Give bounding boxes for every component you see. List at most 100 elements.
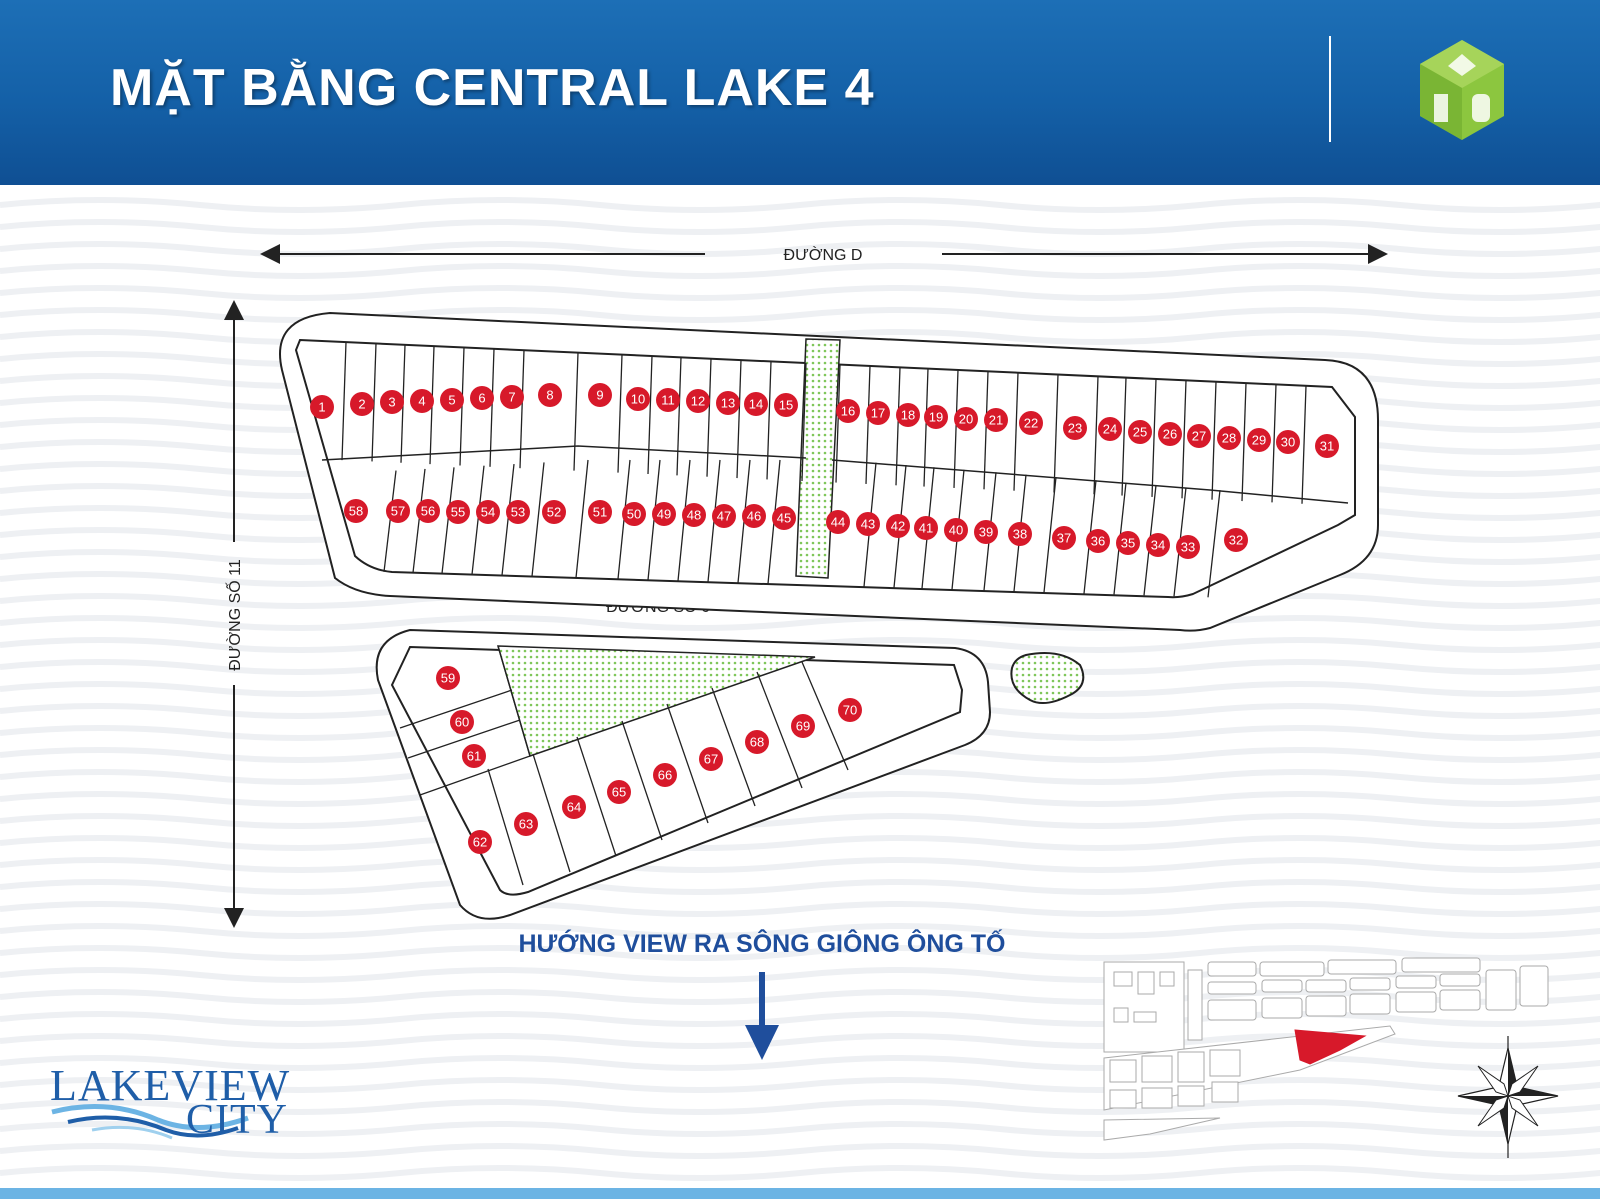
lot-marker[interactable]	[866, 401, 890, 425]
lot-number: 60	[455, 715, 469, 730]
lot-marker[interactable]	[1019, 411, 1043, 435]
lot-marker[interactable]	[886, 514, 910, 538]
lot-marker[interactable]	[774, 393, 798, 417]
lot-marker[interactable]	[682, 503, 706, 527]
lot-marker[interactable]	[380, 390, 404, 414]
wave-line	[0, 857, 1600, 873]
lot-marker[interactable]	[344, 499, 368, 523]
lot-marker[interactable]	[607, 780, 631, 804]
wave-line	[0, 879, 1600, 895]
lot-marker[interactable]	[410, 389, 434, 413]
wave-line	[0, 285, 1600, 301]
wave-line	[0, 945, 1600, 961]
lot-marker[interactable]	[1224, 528, 1248, 552]
lot-marker[interactable]	[974, 520, 998, 544]
lot-number: 9	[596, 388, 603, 403]
lot-marker[interactable]	[686, 389, 710, 413]
header-banner: MẶT BẰNG CENTRAL LAKE 4	[0, 0, 1600, 185]
lot-number: 45	[777, 511, 791, 526]
lot-number: 16	[841, 404, 855, 419]
lot-marker[interactable]	[506, 500, 530, 524]
lot-marker[interactable]	[538, 383, 562, 407]
lot-marker[interactable]	[462, 744, 486, 768]
lot-marker[interactable]	[468, 830, 492, 854]
lot-marker[interactable]	[772, 506, 796, 530]
lot-marker[interactable]	[446, 500, 470, 524]
lot-marker[interactable]	[856, 512, 880, 536]
lot-marker[interactable]	[656, 388, 680, 412]
lot-marker[interactable]	[984, 408, 1008, 432]
lot-marker[interactable]	[1187, 424, 1211, 448]
lot-marker[interactable]	[1315, 434, 1339, 458]
lot-marker[interactable]	[476, 500, 500, 524]
lot-marker[interactable]	[1176, 535, 1200, 559]
lot-marker[interactable]	[350, 392, 374, 416]
lot-marker[interactable]	[838, 698, 862, 722]
lot-marker[interactable]	[924, 405, 948, 429]
lot-marker[interactable]	[742, 504, 766, 528]
lot-marker[interactable]	[914, 516, 938, 540]
lot-marker[interactable]	[954, 407, 978, 431]
lot-number: 42	[891, 519, 905, 534]
lot-number: 20	[959, 412, 973, 427]
lot-marker[interactable]	[588, 383, 612, 407]
lot-marker[interactable]	[1146, 533, 1170, 557]
lot-marker[interactable]	[626, 387, 650, 411]
lot-marker[interactable]	[1158, 422, 1182, 446]
lot-marker[interactable]	[470, 386, 494, 410]
lot-marker[interactable]	[653, 763, 677, 787]
lot-number: 7	[508, 390, 515, 405]
lot-marker[interactable]	[896, 403, 920, 427]
lot-marker[interactable]	[416, 499, 440, 523]
lot-marker[interactable]	[514, 812, 538, 836]
lot-marker[interactable]	[836, 399, 860, 423]
lot-marker[interactable]	[745, 730, 769, 754]
lot-marker[interactable]	[1217, 426, 1241, 450]
lot-number: 49	[657, 507, 671, 522]
wave-line	[0, 791, 1600, 807]
lot-number: 50	[627, 507, 641, 522]
lot-number: 46	[747, 509, 761, 524]
lot-marker[interactable]	[1008, 522, 1032, 546]
lot-marker[interactable]	[1276, 430, 1300, 454]
lot-marker[interactable]	[744, 392, 768, 416]
lot-number: 55	[451, 505, 465, 520]
lot-marker[interactable]	[712, 504, 736, 528]
lot-marker[interactable]	[450, 710, 474, 734]
lot-number: 62	[473, 835, 487, 850]
lot-marker[interactable]	[386, 499, 410, 523]
lot-marker[interactable]	[716, 391, 740, 415]
lot-number: 63	[519, 817, 533, 832]
lot-number: 6	[478, 391, 485, 406]
lot-number: 41	[919, 521, 933, 536]
wave-line	[0, 1033, 1600, 1049]
lot-marker[interactable]	[652, 502, 676, 526]
lot-marker[interactable]	[791, 714, 815, 738]
lot-marker[interactable]	[588, 500, 612, 524]
lot-marker[interactable]	[562, 795, 586, 819]
lot-marker[interactable]	[826, 510, 850, 534]
lot-marker[interactable]	[944, 518, 968, 542]
lot-number: 1	[318, 400, 325, 415]
lot-marker[interactable]	[1063, 416, 1087, 440]
lot-marker[interactable]	[542, 500, 566, 524]
lot-marker[interactable]	[699, 747, 723, 771]
lot-number: 24	[1103, 422, 1117, 437]
lot-marker[interactable]	[1052, 526, 1076, 550]
lot-marker[interactable]	[500, 385, 524, 409]
lot-marker[interactable]	[440, 388, 464, 412]
lot-marker[interactable]	[1247, 428, 1271, 452]
lot-marker[interactable]	[1086, 529, 1110, 553]
lot-marker[interactable]	[1098, 417, 1122, 441]
lot-marker[interactable]	[1116, 531, 1140, 555]
lot-number: 54	[481, 505, 495, 520]
wave-line	[0, 1165, 1600, 1181]
lot-number: 5	[448, 393, 455, 408]
view-direction-label: HƯỚNG VIEW RA SÔNG GIÔNG ÔNG TỐ	[519, 928, 1006, 958]
lot-marker[interactable]	[310, 395, 334, 419]
lot-marker[interactable]	[622, 502, 646, 526]
wave-line	[0, 1121, 1600, 1137]
lot-marker[interactable]	[1128, 420, 1152, 444]
lot-marker[interactable]	[436, 666, 460, 690]
